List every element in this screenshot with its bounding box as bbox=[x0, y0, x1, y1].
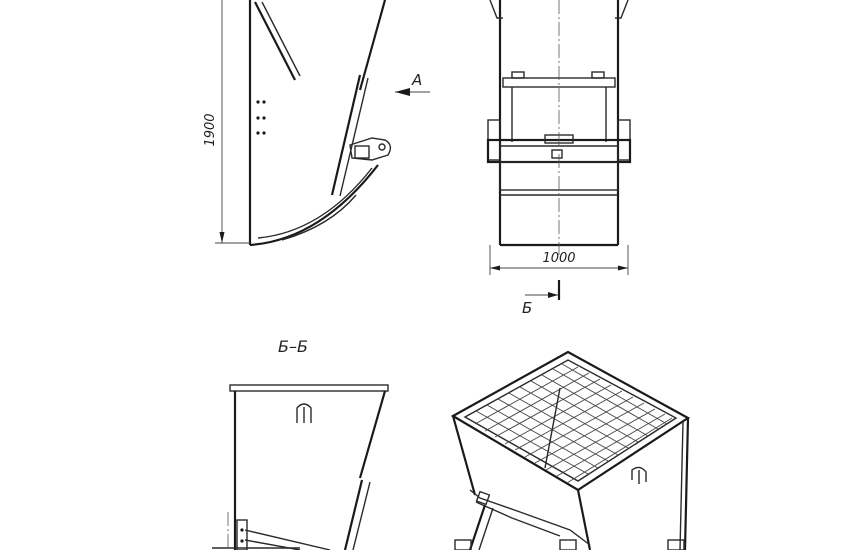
side-view: 1900 А bbox=[203, 0, 430, 247]
width-dimension: 1000 bbox=[542, 251, 575, 266]
section-title: Б–Б bbox=[278, 337, 308, 356]
height-dimension: 1900 bbox=[203, 113, 218, 146]
view-arrow-label: А bbox=[411, 71, 422, 89]
isometric-view bbox=[450, 350, 691, 550]
section-cut-label: Б bbox=[522, 299, 532, 317]
front-view: 1000 Б bbox=[486, 0, 632, 317]
section-view: Б–Б bbox=[212, 337, 389, 550]
